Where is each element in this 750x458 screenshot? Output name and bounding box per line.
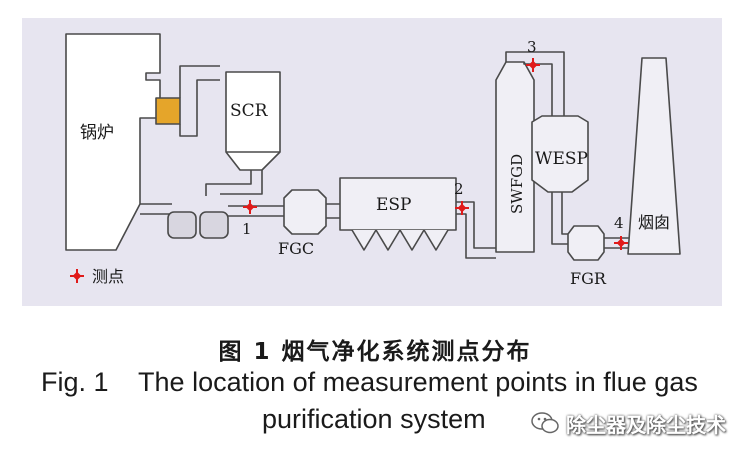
point-label-1: 1 — [242, 220, 252, 238]
duct-wesp-fgr — [551, 192, 568, 245]
wesp-unit — [531, 115, 589, 193]
scr-reactor — [225, 71, 281, 171]
esp-label: ESP — [376, 195, 412, 215]
figure-caption-chinese: 图 1 烟气净化系统测点分布 — [218, 339, 532, 365]
measurement-marker-1 — [243, 200, 257, 214]
watermark: 除尘器及除尘技术 — [530, 403, 746, 443]
measurement-marker-3 — [526, 58, 540, 72]
duct-boiler-scr — [179, 65, 220, 137]
legend-marker — [70, 269, 84, 283]
wechat-icon — [531, 412, 559, 434]
chimney-label: 烟囱 — [638, 213, 670, 232]
point-label-4: 4 — [614, 214, 624, 232]
fgc-label: FGC — [278, 239, 314, 258]
legend-label: 测点 — [92, 267, 124, 286]
fgc-unit — [283, 189, 327, 235]
flue-gas-diagram: 锅炉 SCR FGC ESP SWFGD WESP FGR 烟囱 测点 1 2 … — [65, 33, 681, 288]
fan-2 — [199, 211, 229, 239]
heater-block — [155, 97, 181, 125]
boiler-label: 锅炉 — [80, 123, 114, 143]
point-label-2: 2 — [454, 180, 464, 198]
duct-fgr-chimney — [604, 237, 630, 249]
duct-scr-fgc — [205, 170, 263, 196]
fgr-unit — [567, 225, 605, 261]
chimney — [627, 57, 681, 255]
point-label-3: 3 — [527, 38, 537, 56]
measurement-marker-2 — [455, 201, 469, 215]
watermark-text: 除尘器及除尘技术 — [566, 412, 726, 437]
figure-caption-english-line2: purification system — [262, 404, 486, 434]
fan-1 — [167, 211, 197, 239]
duct-fgc-esp — [326, 203, 340, 219]
figure-caption-english-line1: Fig. 1 The location of measurement point… — [41, 367, 698, 397]
scr-label: SCR — [230, 101, 269, 121]
esp-hoppers — [351, 229, 449, 251]
wesp-label: WESP — [535, 149, 588, 169]
swfgd-label: SWFGD — [508, 154, 526, 214]
duct-boiler-exit — [140, 203, 172, 215]
fgr-label: FGR — [570, 269, 607, 288]
measurement-marker-4 — [614, 236, 628, 250]
